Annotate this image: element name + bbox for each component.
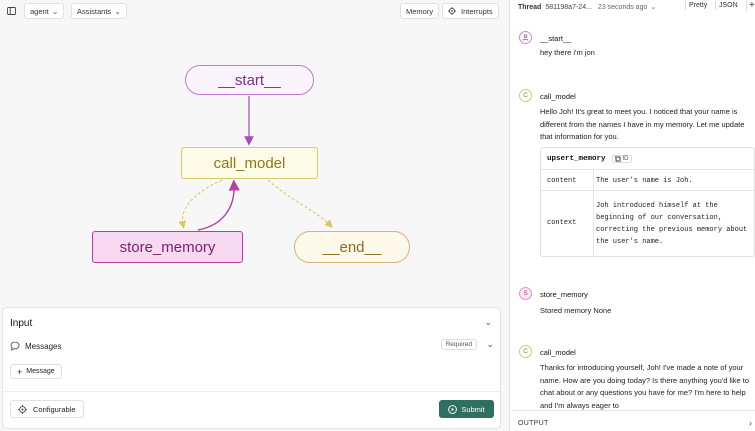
thread-id[interactable]: 581198a7-24...	[545, 3, 592, 11]
tool-call-name: upsert_memory	[547, 154, 606, 163]
call-model-avatar-icon: C	[519, 89, 532, 102]
message-author: call_model	[540, 92, 576, 101]
avatar-letter: C	[523, 348, 528, 355]
new-thread-plus-icon[interactable]: +	[746, 0, 755, 11]
divider	[3, 391, 500, 392]
tab-pretty[interactable]: Pretty	[685, 1, 710, 10]
tool-call-key: context	[547, 219, 577, 227]
person-icon	[522, 34, 529, 41]
edge-call-model-to-store-memory	[178, 179, 223, 229]
message-text: Stored memory None	[540, 306, 612, 315]
chat-bubble-icon	[10, 341, 20, 351]
tool-call-card: upsert_memory ID content The user's name…	[540, 147, 755, 257]
copy-icon	[614, 155, 621, 162]
graph-node-label: __end__	[322, 238, 382, 256]
tool-call-value: The user's name is Joh.	[593, 170, 755, 191]
assistants-select-value: Assistants	[77, 6, 112, 16]
chevron-right-icon[interactable]: ›	[749, 418, 752, 428]
thread-time[interactable]: 23 seconds ago	[597, 3, 648, 11]
tool-call-value: Joh introduced himself at the beginning …	[593, 191, 755, 257]
interrupts-button-label: Interrupts	[461, 6, 493, 16]
agent-select[interactable]: agent ⌄	[24, 3, 65, 19]
chevron-down-icon[interactable]: ⌄	[486, 339, 494, 349]
chevron-down-icon: ⌄	[51, 6, 59, 16]
tool-call-row-context: context Joh introduced himself at the be…	[541, 191, 754, 257]
sidebar-icon	[6, 7, 16, 15]
message-author: call_model	[540, 348, 576, 357]
configurable-button[interactable]: Configurable	[10, 400, 84, 418]
graph-node-label: call_model	[213, 154, 286, 172]
tool-call-id-label: ID	[622, 155, 629, 162]
tab-json[interactable]: JSON	[715, 1, 741, 10]
message-author: store_memory	[540, 290, 588, 299]
thread-header: Thread 581198a7-24... 23 seconds ago ⌄	[511, 0, 755, 14]
add-message-button[interactable]: + Message	[10, 364, 62, 379]
memory-button[interactable]: Memory	[400, 3, 440, 19]
edge-call-model-to-end	[267, 179, 333, 228]
thread-pane: Thread 581198a7-24... 23 seconds ago ⌄ P…	[511, 0, 755, 431]
graph-edges	[178, 96, 333, 231]
tool-call-row-content: content The user's name is Joh.	[541, 170, 754, 191]
gear-icon	[18, 404, 27, 414]
sidebar-toggle-button[interactable]	[3, 3, 19, 19]
memory-button-label: Memory	[406, 6, 434, 16]
graph-node-start[interactable]: __start__	[185, 65, 314, 95]
input-panel-title: Input	[10, 318, 33, 329]
graph-node-label: store_memory	[119, 238, 216, 256]
output-bar[interactable]: OUTPUT ›	[511, 410, 755, 431]
chevron-down-icon[interactable]: ⌄	[484, 317, 492, 327]
play-circle-icon	[448, 404, 458, 414]
plus-icon: +	[17, 366, 23, 377]
assistants-select[interactable]: Assistants ⌄	[71, 3, 127, 19]
message-author: __start__	[540, 34, 572, 43]
chevron-down-icon[interactable]: ⌄	[650, 4, 657, 11]
graph-node-call-model[interactable]: call_model	[181, 147, 318, 179]
agent-select-value: agent	[30, 6, 49, 16]
thread-label: Thread	[518, 3, 542, 11]
messages-field-label: Messages	[25, 341, 62, 351]
input-panel: Input ⌄ Messages Required ⌄ + Message Co…	[2, 307, 501, 429]
graph-node-end[interactable]: __end__	[294, 231, 410, 263]
messages-field[interactable]: Messages Required ⌄	[10, 339, 495, 353]
submit-label: Submit	[461, 404, 485, 414]
output-label: OUTPUT	[518, 420, 549, 427]
message-text: hey there i'm jon	[540, 48, 595, 57]
user-avatar-icon	[519, 31, 532, 44]
gear-icon	[448, 7, 456, 15]
chevron-down-icon: ⌄	[114, 6, 121, 16]
graph-canvas[interactable]: __start__ call_model store_memory __end_…	[0, 25, 510, 305]
graph-pane: agent ⌄ Assistants ⌄ Memory Interrupts _…	[0, 0, 510, 431]
tool-call-header: upsert_memory ID	[541, 148, 754, 170]
message-text: Hello Joh! It's great to meet you. I not…	[540, 107, 745, 141]
interrupts-button[interactable]: Interrupts	[442, 3, 499, 19]
message-text: Thanks for introducing yourself, Joh! I'…	[540, 363, 750, 410]
add-message-label: Message	[26, 368, 55, 375]
graph-node-label: __start__	[218, 71, 281, 89]
submit-button[interactable]: Submit	[439, 400, 494, 418]
call-model-avatar-icon: C	[519, 345, 532, 358]
avatar-letter: C	[523, 92, 528, 99]
graph-node-store-memory[interactable]: store_memory	[92, 231, 243, 263]
tool-call-key: content	[547, 177, 577, 185]
configurable-label: Configurable	[33, 404, 76, 414]
avatar-letter: S	[523, 290, 528, 297]
tool-call-id-button[interactable]: ID	[611, 154, 632, 163]
required-badge: Required	[440, 339, 477, 350]
store-memory-avatar-icon: S	[519, 287, 532, 300]
edge-store-memory-to-call-model	[197, 179, 240, 231]
